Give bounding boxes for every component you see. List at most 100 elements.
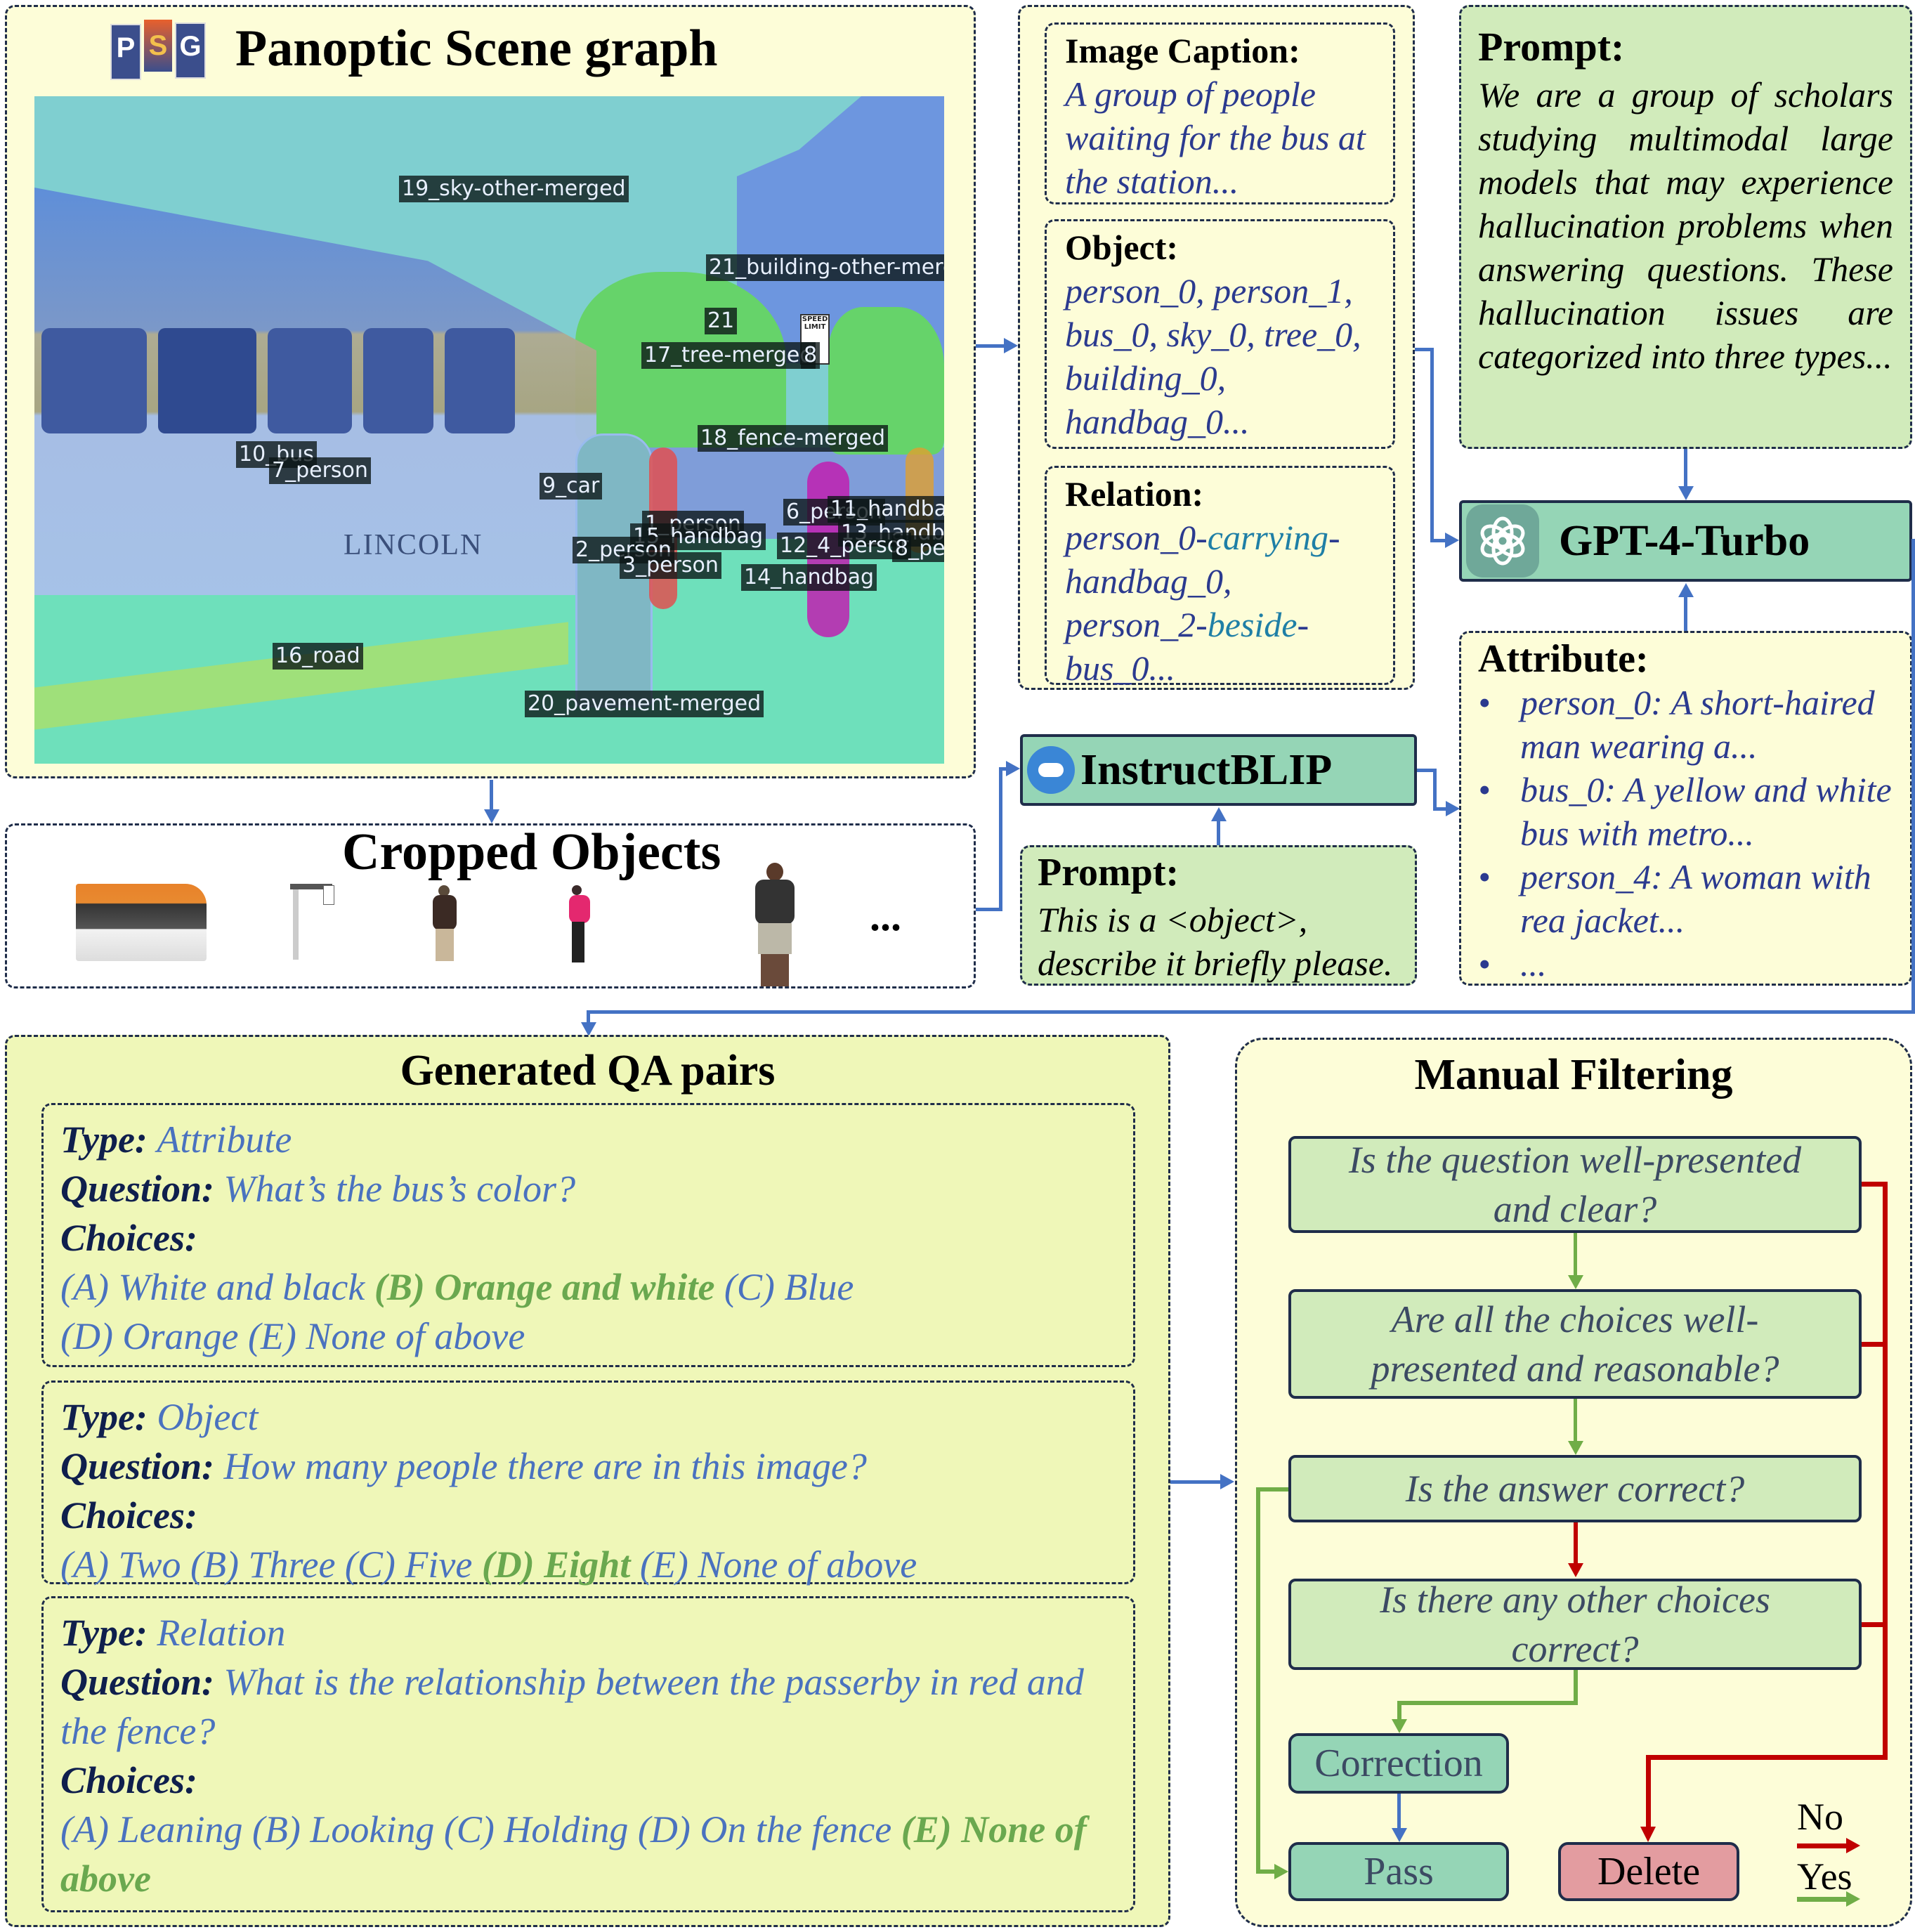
- cropped-bus: [76, 884, 207, 961]
- segment-label: 8_pe: [892, 535, 944, 562]
- arrow-head: [1678, 583, 1694, 597]
- pass-box: Pass: [1288, 1842, 1509, 1901]
- cropped-person-brown: [427, 885, 462, 962]
- arrow-head: [1846, 1838, 1860, 1853]
- arrow-psg-to-cropped: [490, 780, 493, 811]
- arrow-head: [1274, 1864, 1288, 1879]
- relation-card: Relation: person_0-carrying-handbag_0, p…: [1045, 466, 1395, 688]
- check-choices-reasonable: Are all the choices well-presented and r…: [1288, 1289, 1862, 1399]
- attribute-item: •...: [1478, 944, 1547, 984]
- yes-arrow-answer-to-pass-v: [1256, 1487, 1260, 1874]
- object-card: Object: person_0, person_1, bus_0, sky_0…: [1045, 219, 1395, 449]
- yes-arrow-2: [1574, 1399, 1577, 1442]
- arrow-head: [1004, 338, 1018, 353]
- connector-cropped-to-blip-h1: [976, 908, 1002, 911]
- yes-arrow-other-to-correction-h: [1397, 1701, 1578, 1705]
- blip-prompt-card: Prompt: This is a <object>, describe it …: [1020, 845, 1417, 986]
- check-answer-correct: Is the answer correct?: [1288, 1455, 1862, 1522]
- psg-title: Panoptic Scene graph: [235, 20, 718, 77]
- correction-box: Correction: [1288, 1733, 1509, 1794]
- no-line-q2: [1862, 1342, 1887, 1347]
- qa-panel: [5, 1035, 1170, 1927]
- arrow-head: [1568, 1563, 1583, 1577]
- connector-annotations-to-gpt-h1: [1415, 348, 1434, 351]
- arrow-head: [1846, 1891, 1860, 1907]
- yes-arrow-other-to-correction-v1: [1574, 1670, 1578, 1705]
- segment-label: 21: [705, 308, 738, 334]
- segment-label: 21_building-other-merg: [706, 254, 944, 281]
- arrow-head: [1211, 807, 1227, 821]
- instructblip-box: InstructBLIP: [1020, 734, 1417, 806]
- blip-prompt-line2: describe it briefly please.: [1038, 944, 1393, 983]
- cropped-sign-pole: [285, 884, 337, 961]
- cropped-ellipsis: ...: [870, 893, 901, 939]
- bus-windows: [34, 328, 568, 433]
- no-line-to-delete-h: [1646, 1755, 1888, 1760]
- object-title: Object:: [1065, 228, 1179, 267]
- connector-prompt-to-gpt: [1684, 449, 1687, 488]
- relation-item: person_2-beside-bus_0...: [1065, 605, 1309, 688]
- legend-no-arrow-icon: [1797, 1843, 1848, 1848]
- no-arrow-answer-to-other: [1574, 1522, 1578, 1565]
- arrow-head: [581, 1022, 596, 1036]
- attribute-item: •person_0: A short-haired man wearing a.…: [1478, 683, 1875, 766]
- connector-attribute-to-gpt: [1684, 596, 1687, 632]
- connector-annotations-to-gpt-h2: [1430, 539, 1446, 542]
- connector-blip-to-attribute-h2: [1433, 807, 1447, 811]
- segment-label: 11_handbag: [828, 496, 944, 523]
- instructblip-mascot-icon: [1027, 746, 1075, 794]
- connector-psg-to-annotations: [976, 344, 1004, 348]
- connector-blipprompt-to-blip: [1217, 818, 1220, 847]
- arrow-head: [1568, 1441, 1583, 1455]
- gpt-4-turbo-label: GPT-4-Turbo: [1559, 516, 1810, 565]
- segment-label: 19_sky-other-merged: [399, 176, 629, 202]
- object-text: person_0, person_1, bus_0, sky_0, tree_0…: [1065, 271, 1361, 441]
- arrow-head: [1445, 533, 1459, 548]
- segment-label: 9_car: [540, 473, 603, 500]
- manual-filtering-title: Manual Filtering: [1414, 1051, 1733, 1099]
- delete-box: Delete: [1558, 1842, 1739, 1901]
- connector-gpt-to-qa-right: [1911, 539, 1915, 1014]
- connector-qa-to-filtering: [1170, 1480, 1221, 1484]
- qa-pair-card: Type: Attribute Question: What’s the bus…: [41, 1103, 1135, 1367]
- psg-logo-g-icon: G: [175, 22, 206, 79]
- arrow-head: [1392, 1719, 1407, 1733]
- connector-annotations-to-gpt-v: [1430, 348, 1434, 542]
- arrow-head: [1640, 1827, 1656, 1842]
- psg-logo-p-icon: P: [110, 24, 141, 80]
- connector-cropped-to-blip-v: [999, 767, 1002, 911]
- cropped-person-pink: [568, 885, 599, 964]
- no-line-q1: [1862, 1182, 1887, 1187]
- cropped-person-shorts: [748, 863, 804, 988]
- relation-item: person_0-carrying-handbag_0,: [1065, 518, 1340, 601]
- gpt-prompt-title: Prompt:: [1478, 24, 1625, 70]
- segment-label: 17_tree-merged: [641, 342, 816, 369]
- attribute-title: Attribute:: [1478, 637, 1649, 681]
- gpt-4-turbo-box: GPT-4-Turbo: [1459, 500, 1912, 582]
- connector-blip-to-attribute-h1: [1417, 769, 1437, 772]
- attribute-item: •bus_0: A yellow and white bus with metr…: [1478, 770, 1892, 853]
- attribute-item: •person_4: A woman with rea jacket...: [1478, 857, 1871, 940]
- bus-lincoln-text: LINCOLN: [344, 529, 483, 561]
- blip-prompt-line1: This is a <object>,: [1038, 900, 1308, 939]
- arrow-head: [484, 809, 499, 823]
- segment-label: 18_fence-merged: [698, 425, 889, 452]
- arrow-correction-to-pass: [1397, 1794, 1401, 1829]
- instructblip-label: InstructBLIP: [1080, 745, 1333, 794]
- qa-title: Generated QA pairs: [400, 1047, 776, 1095]
- arrow-head: [1220, 1474, 1234, 1489]
- relation-title: Relation:: [1065, 474, 1204, 514]
- arrow-head: [1446, 801, 1460, 816]
- connector-gpt-to-qa-h: [587, 1010, 1915, 1014]
- yes-arrow-other-to-correction-v2: [1397, 1701, 1401, 1721]
- psg-logo: P S G: [110, 20, 209, 80]
- no-line-trunk: [1883, 1182, 1888, 1760]
- blip-prompt-title: Prompt:: [1038, 851, 1179, 894]
- segment-label: 16_road: [273, 643, 363, 670]
- segment-label: 20_pavement-merged: [525, 691, 764, 717]
- yes-arrow-answer-to-pass-h2: [1256, 1869, 1276, 1874]
- connector-blip-to-attribute-v: [1433, 769, 1437, 811]
- qa-pair-card: Type: Relation Question: What is the rel…: [41, 1596, 1135, 1912]
- segment-label: 14_handbag: [741, 564, 877, 591]
- cropped-objects-title: Cropped Objects: [342, 823, 721, 881]
